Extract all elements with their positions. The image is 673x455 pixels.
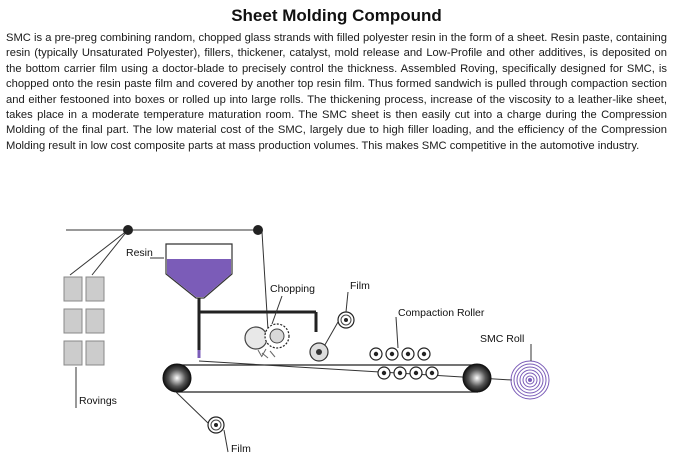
smc-roll-icon bbox=[510, 360, 550, 400]
sheet-layer bbox=[198, 360, 513, 381]
label-compaction-roller: Compaction Roller bbox=[398, 307, 485, 319]
compaction-rollers bbox=[369, 347, 439, 380]
chopped-strands bbox=[257, 348, 276, 359]
page-title: Sheet Molding Compound bbox=[231, 6, 442, 25]
conveyor-belt bbox=[176, 364, 478, 393]
roving-threads bbox=[66, 229, 269, 331]
guide-pulley-right bbox=[253, 225, 263, 235]
label-smc-roll: SMC Roll bbox=[480, 333, 524, 345]
guide-pulley-left bbox=[123, 225, 133, 235]
label-rovings: Rovings bbox=[79, 395, 117, 407]
description-paragraph: SMC is a pre-preg combining random, chop… bbox=[6, 32, 667, 152]
resin-feed-frame bbox=[197, 298, 318, 350]
label-film-top: Film bbox=[350, 280, 370, 292]
label-chopping: Chopping bbox=[270, 283, 315, 295]
conveyor-roller-right bbox=[462, 363, 492, 393]
conveyor-roller-left bbox=[162, 363, 192, 393]
roving-packages bbox=[63, 276, 105, 366]
resin-fill bbox=[167, 259, 231, 297]
chopper-roller bbox=[244, 326, 268, 350]
label-film-bottom: Film bbox=[231, 443, 251, 455]
label-resin: Resin bbox=[126, 247, 153, 259]
